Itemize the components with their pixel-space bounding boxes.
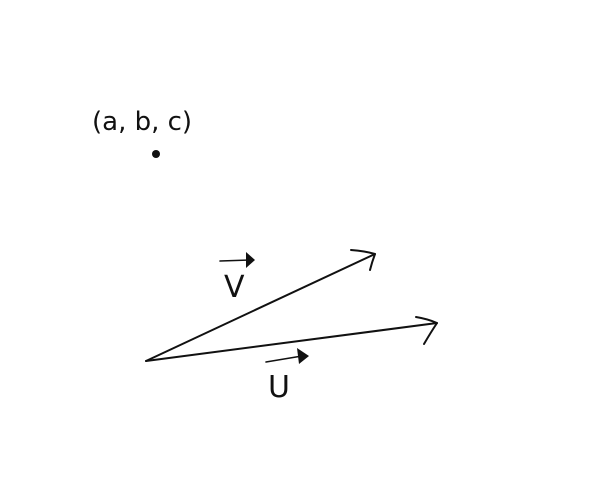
vector-u-shaft [145,322,438,362]
vector-u-overarrow-head [297,348,309,364]
vector-v-label-group: V [219,252,255,305]
vector-u-arrowhead [415,316,438,345]
vector-v-overarrow-line [219,259,251,262]
point-dot [152,150,160,158]
vector-v-shaft [145,253,376,362]
vector-u-label: U [268,370,290,405]
vector-v-label: V [224,270,245,305]
vector-u [145,316,438,362]
vector-v-arrowhead [350,249,376,271]
point-group: (a, b, c) [92,107,192,158]
vector-u-overarrow-line [265,355,303,363]
vector-v-overarrow-head [246,252,255,268]
point-label: (a, b, c) [92,107,192,137]
vector-v [145,249,376,362]
vector-u-label-group: U [265,348,309,405]
